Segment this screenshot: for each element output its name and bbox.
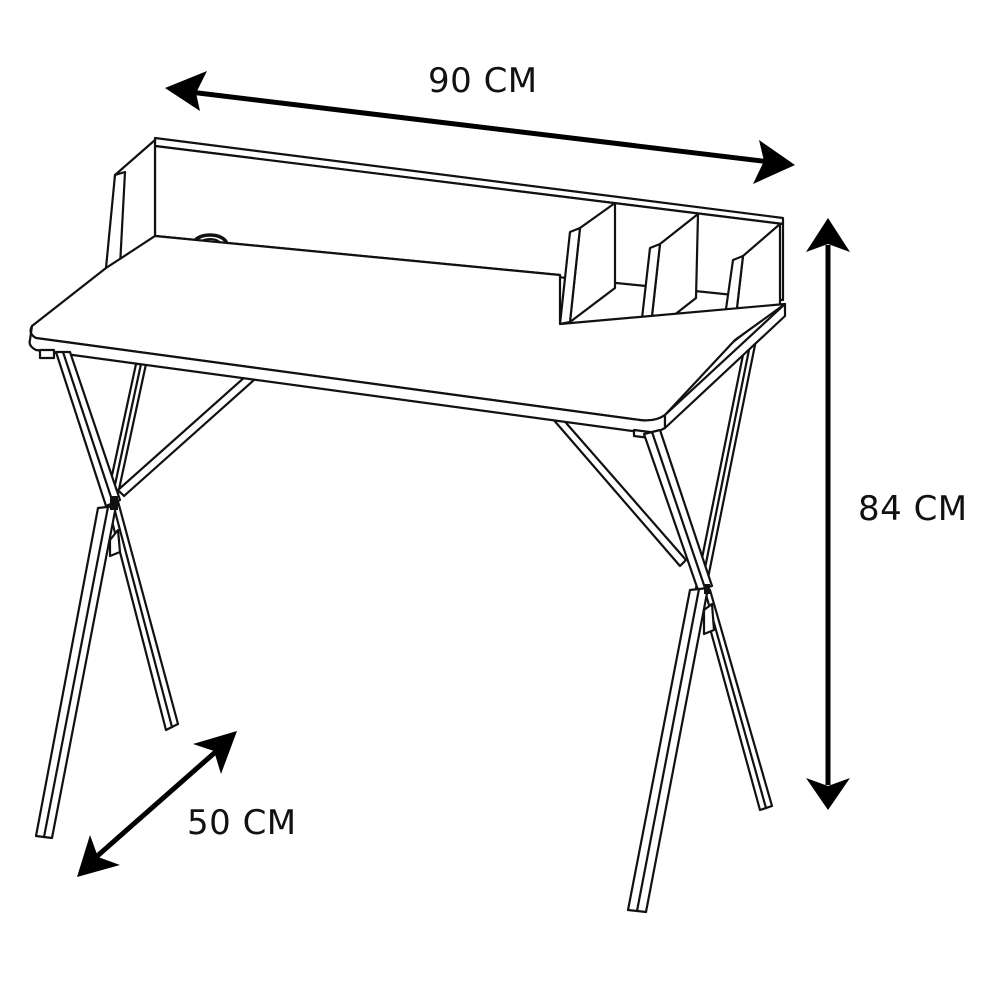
width-dimension-arrow	[165, 71, 795, 184]
arrowhead-downleft-icon	[77, 835, 120, 877]
tabletop	[28, 234, 787, 440]
depth-label: 50 CM	[187, 803, 297, 843]
arrowhead-left-icon	[165, 71, 207, 111]
arrowhead-up-icon	[806, 218, 850, 252]
height-label: 84 CM	[858, 489, 968, 529]
shelf-divider-1	[558, 201, 617, 326]
left-back-leg	[104, 362, 180, 732]
depth-dimension-arrow	[77, 731, 237, 877]
arrowhead-right-icon	[753, 140, 795, 184]
right-front-legs	[626, 428, 716, 914]
height-dimension-arrow	[806, 218, 850, 810]
left-front-legs	[34, 350, 122, 840]
arrowhead-upright-icon	[193, 731, 237, 774]
arrowhead-down-icon	[806, 778, 850, 810]
width-label: 90 CM	[428, 61, 538, 101]
